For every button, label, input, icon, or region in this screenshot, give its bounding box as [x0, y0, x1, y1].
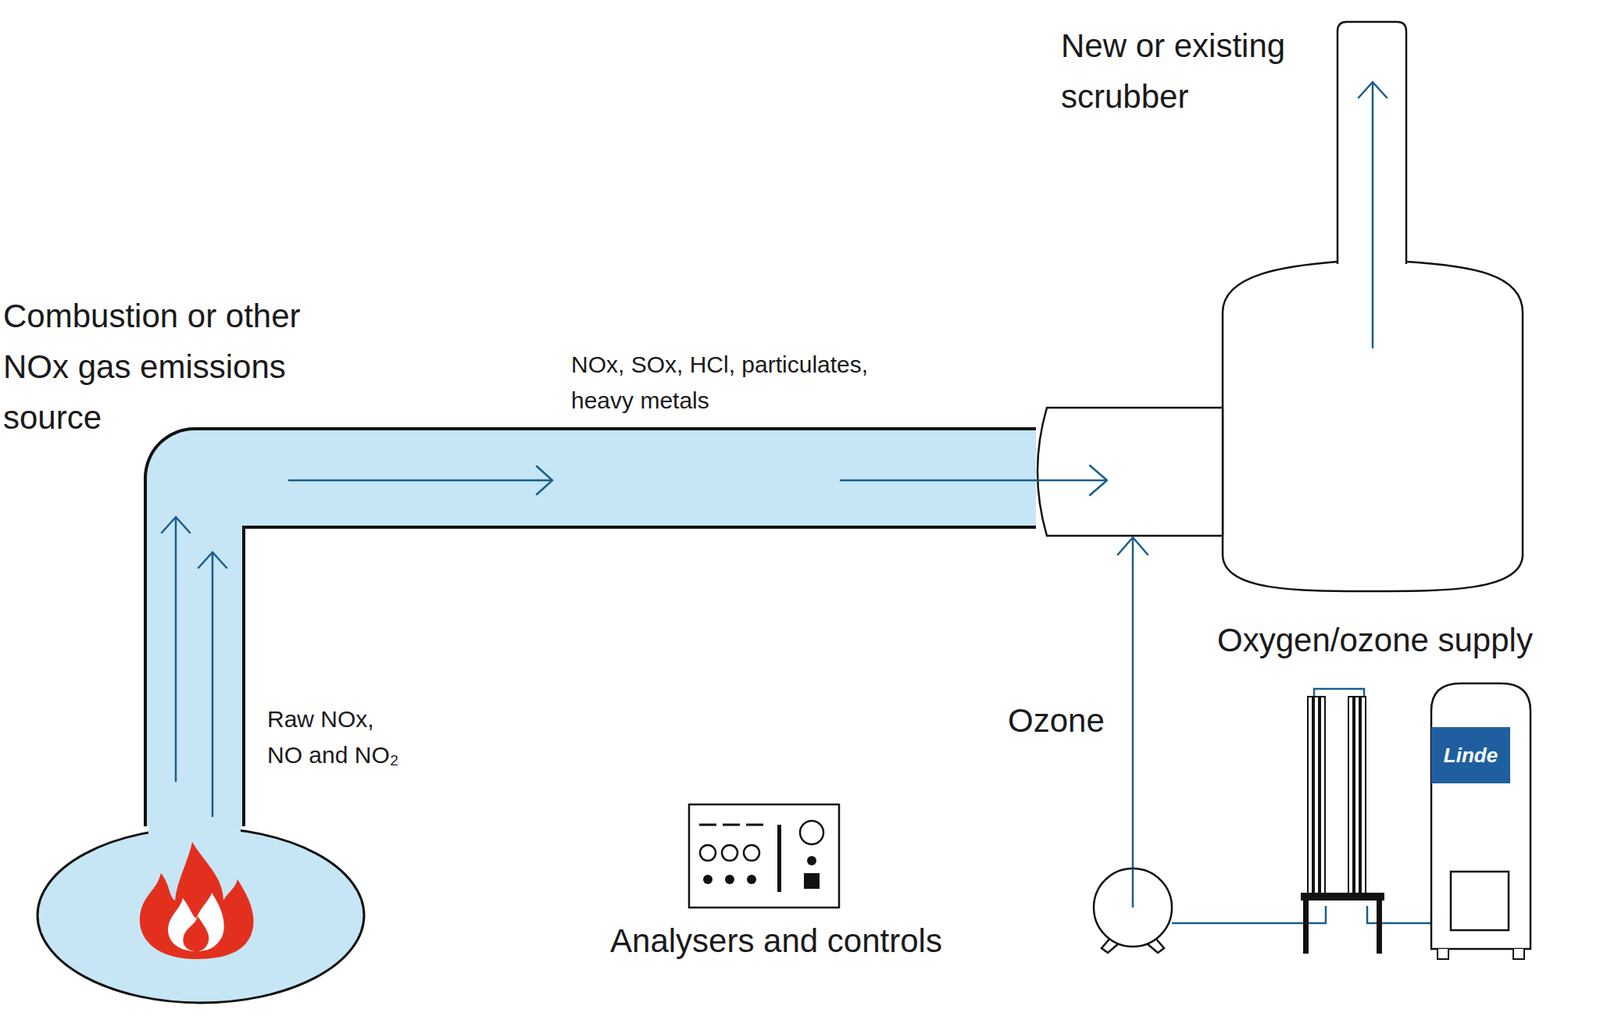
flue-duct	[194, 478, 1036, 827]
text-holder: Analysers and controls	[591, 921, 961, 961]
flow-arrow-head	[198, 552, 227, 568]
drawing-part	[161, 466, 553, 817]
arrow-head	[1117, 537, 1148, 555]
flame-core	[167, 892, 225, 952]
panel-led	[725, 875, 735, 885]
supply-heading: Oxygen/ozone supply	[1217, 621, 1585, 661]
flow-arrow-head	[161, 517, 190, 533]
duct-fill	[194, 478, 1036, 827]
exhaust-arrow	[1358, 82, 1387, 348]
panel-button	[803, 873, 820, 890]
generator-leg	[1303, 900, 1309, 954]
generator-leg	[1376, 900, 1383, 954]
flow-arrow-head	[536, 466, 553, 495]
scrubber-heading: New or existing scrubber	[1060, 20, 1335, 122]
arrow-head	[1117, 537, 1148, 555]
generator-tube	[1320, 696, 1325, 894]
flow-arrow	[211, 552, 215, 817]
generator-tube	[1360, 696, 1366, 894]
tank-panel	[1450, 871, 1509, 931]
tank-feet	[1437, 949, 1525, 960]
source-heading: Combustion or other NOx gas emissions so…	[3, 290, 363, 443]
oxygen-ozone-supply: Oxygen/ozone supply	[1093, 679, 1563, 965]
flow-arrow	[289, 479, 553, 483]
duct-opening	[148, 824, 241, 837]
label-holder: Raw NOx, NO and NO₂	[267, 701, 400, 774]
flame-inner	[182, 916, 209, 952]
text-holder: New or existing scrubber	[1060, 20, 1335, 122]
arrow-head	[1089, 465, 1108, 496]
scrubber: New or existing scrubber	[1035, 20, 1523, 592]
edge-label: NOx, SOx, HCl, particulates, heavy metal…	[571, 346, 884, 419]
scrubber-inlet	[1037, 407, 1223, 536]
text-holder: Combustion or other NOx gas emissions so…	[3, 290, 363, 443]
panel-dial	[800, 821, 824, 845]
duct-wall	[194, 478, 1036, 827]
control-panel	[591, 803, 961, 913]
flame	[139, 842, 254, 960]
compressor	[1093, 868, 1172, 947]
generator-link	[1314, 689, 1365, 697]
panel-knob	[700, 845, 716, 861]
label-holder: Ozone	[1007, 701, 1118, 741]
logo-badge	[1431, 727, 1511, 784]
oxygen-ozone-plant	[1093, 679, 1563, 965]
arrow-head	[839, 465, 1108, 496]
flow-arrow	[839, 479, 1108, 483]
oxygen-tank	[1431, 683, 1531, 950]
ozone-line	[1132, 537, 1134, 680]
text-holder: Oxygen/ozone supply	[1217, 621, 1585, 661]
panel-frame	[689, 804, 840, 908]
generator-tube	[1307, 696, 1313, 894]
furnace-outline	[37, 828, 365, 1004]
panel-led	[746, 875, 757, 885]
panel-led	[807, 856, 817, 866]
analysers-controls: Analysers and controls	[591, 803, 961, 965]
generator-base	[1300, 892, 1385, 901]
generator-tube	[1354, 696, 1360, 894]
panel-caption: Analysers and controls	[591, 921, 961, 961]
ozone-riser	[1132, 679, 1135, 869]
gas-note: Raw NOx, NO and NO₂	[267, 701, 400, 774]
panel-knob	[743, 845, 760, 861]
panel-led	[703, 875, 713, 885]
emission-source	[35, 826, 366, 1005]
generator-tube	[1314, 696, 1319, 894]
compressor-line	[1132, 868, 1135, 908]
flow-arrow	[175, 517, 178, 782]
panel-knob	[721, 845, 738, 861]
pipe-line	[1132, 537, 1135, 680]
emission-source: Combustion or other NOx gas emissions so…	[35, 826, 366, 1005]
generator-tube	[1348, 696, 1354, 894]
label-holder: NOx, SOx, HCl, particulates, heavy metal…	[571, 346, 884, 419]
panel-dashes	[699, 824, 764, 827]
panel-bar	[777, 825, 782, 893]
edge-label: Ozone	[1007, 701, 1118, 741]
